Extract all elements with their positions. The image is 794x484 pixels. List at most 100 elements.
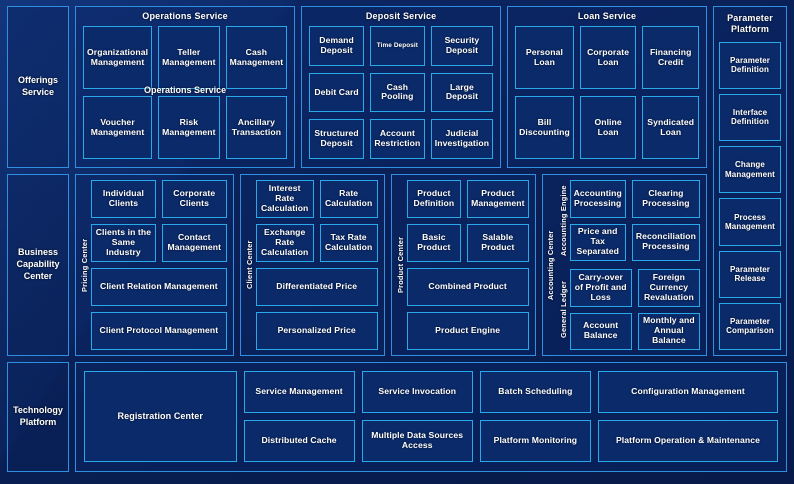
item-configuration-management[interactable]: Configuration Management — [597, 371, 779, 413]
item-product-management[interactable]: Product Management — [467, 180, 529, 218]
business-capability-groups: Pricing Center Individual Clients Corpor… — [75, 174, 707, 356]
group-deposit-service[interactable]: Deposit Service Demand Deposit Time Depo… — [301, 6, 502, 168]
offerings-service-groups: Operations Service Organizational Manage… — [75, 6, 707, 168]
general-ledger-items: Carry-over of Profit and Loss Foreign Cu… — [569, 269, 700, 350]
item-structured-deposit[interactable]: Structured Deposit — [309, 119, 364, 159]
item-price-and-tax-separated[interactable]: Price and Tax Separated — [569, 223, 626, 261]
layer-label-business-capability-center: Business Capability Center — [7, 174, 69, 356]
tech-column-2: Service Invocation Multiple Data Sources… — [361, 371, 473, 462]
item-account-restriction[interactable]: Account Restriction — [369, 119, 425, 159]
item-parameter-release[interactable]: Parameter Release — [719, 250, 781, 298]
product-center-items: Product Definition Product Management Ba… — [406, 180, 529, 350]
item-demand-deposit[interactable]: Demand Deposit — [309, 26, 364, 66]
item-accounting-processing[interactable]: Accounting Processing — [569, 180, 626, 218]
item-interface-definition[interactable]: Interface Definition — [719, 93, 781, 141]
item-product-definition[interactable]: Product Definition — [406, 180, 462, 218]
item-personalized-price[interactable]: Personalized Price — [255, 312, 378, 350]
item-registration-center[interactable]: Registration Center — [84, 371, 237, 462]
item-client-relation-management[interactable]: Client Relation Management — [91, 268, 227, 306]
group-title-parameter-platform: Parameter Platform — [727, 13, 773, 35]
client-center-items: Interest Rate Calculation Rate Calculati… — [255, 180, 378, 350]
group-label-pricing-center: Pricing Center — [80, 238, 89, 292]
item-multiple-data-sources-access[interactable]: Multiple Data Sources Access — [361, 420, 473, 462]
item-platform-operation-and-maintenance[interactable]: Platform Operation & Maintenance — [597, 420, 779, 462]
item-corporate-clients[interactable]: Corporate Clients — [161, 180, 227, 218]
group-parameter-platform[interactable]: Parameter Platform Parameter Definition … — [713, 6, 787, 356]
technology-platform-items: Registration Center Service Management D… — [75, 362, 787, 472]
item-teller-management[interactable]: Teller Management — [158, 26, 220, 89]
item-syndicated-loan[interactable]: Syndicated Loan — [642, 96, 699, 159]
item-individual-clients[interactable]: Individual Clients — [91, 180, 156, 218]
item-service-management[interactable]: Service Management — [243, 371, 355, 413]
group-operations-service[interactable]: Operations Service Organizational Manage… — [75, 6, 296, 168]
item-salable-product[interactable]: Salable Product — [467, 224, 529, 262]
group-loan-service[interactable]: Loan Service Personal Loan Corporate Loa… — [507, 6, 707, 168]
item-clients-in-the-same-industry[interactable]: Clients in the Same Industry — [91, 224, 156, 262]
group-label-accounting-center: Accounting Center — [545, 230, 555, 300]
item-differentiated-price[interactable]: Differentiated Price — [255, 268, 378, 306]
item-account-balance[interactable]: Account Balance — [569, 312, 632, 350]
group-label-product-center: Product Center — [395, 236, 405, 294]
item-online-loan[interactable]: Online Loan — [579, 96, 637, 159]
item-time-deposit[interactable]: Time Deposit — [369, 26, 425, 66]
item-change-management[interactable]: Change Management — [719, 146, 781, 194]
layer-label-technology-platform: Technology Platform — [7, 362, 69, 472]
group-title-operations-service: Operations Service — [142, 11, 228, 21]
item-interest-rate-calculation[interactable]: Interest Rate Calculation — [255, 180, 314, 218]
pricing-center-items: Individual Clients Corporate Clients Cli… — [91, 180, 227, 350]
item-tax-rate-calculation[interactable]: Tax Rate Calculation — [319, 224, 378, 262]
item-parameter-comparison[interactable]: Parameter Comparison — [719, 302, 781, 350]
group-label-client-center: Client Center — [244, 240, 254, 290]
item-debit-card[interactable]: Debit Card — [309, 72, 364, 113]
item-combined-product[interactable]: Combined Product — [406, 268, 529, 306]
group-product-center[interactable]: Product Center Product Definition Produc… — [390, 174, 536, 356]
tech-column-3: Batch Scheduling Platform Monitoring — [479, 371, 591, 462]
item-risk-management[interactable]: Risk Management — [158, 96, 220, 159]
item-carry-over-of-profit-and-loss[interactable]: Carry-over of Profit and Loss — [569, 269, 632, 307]
item-rate-calculation[interactable]: Rate Calculation — [319, 180, 378, 218]
item-process-management[interactable]: Process Management — [719, 198, 781, 246]
item-financing-credit[interactable]: Financing Credit — [642, 26, 699, 89]
item-client-protocol-management[interactable]: Client Protocol Management — [91, 312, 227, 350]
item-personal-loan[interactable]: Personal Loan — [515, 26, 574, 89]
subgroup-label-accounting-engine: Accounting Engine — [558, 185, 568, 256]
accounting-center-subgroups: Accounting Engine Accounting Processing … — [557, 180, 700, 350]
group-client-center[interactable]: Client Center Interest Rate Calculation … — [239, 174, 385, 356]
item-monthly-and-annual-balance[interactable]: Monthly and Annual Balance — [637, 312, 700, 350]
item-security-deposit[interactable]: Security Deposit — [430, 26, 494, 66]
business-capability-layer: Business Capability Center Pricing Cente… — [7, 174, 787, 356]
subgroup-label-general-ledger: General Ledger — [558, 280, 568, 339]
item-organizational-management[interactable]: Organizational Management — [83, 26, 153, 89]
accounting-engine-items: Accounting Processing Clearing Processin… — [569, 180, 700, 261]
item-parameter-definition[interactable]: Parameter Definition — [719, 41, 781, 89]
item-cash-pooling[interactable]: Cash Pooling — [369, 72, 425, 113]
item-service-invocation[interactable]: Service Invocation — [361, 371, 473, 413]
item-contact-management[interactable]: Contact Management — [161, 224, 227, 262]
item-cash-management[interactable]: Cash Management — [225, 26, 288, 89]
group-pricing-center[interactable]: Pricing Center Individual Clients Corpor… — [75, 174, 234, 356]
technology-platform-layer: Technology Platform Registration Center … — [7, 362, 787, 472]
item-reconciliation-processing[interactable]: Reconciliation Processing — [631, 223, 700, 261]
item-ancillary-transaction[interactable]: Ancillary Transaction — [225, 96, 288, 159]
item-distributed-cache[interactable]: Distributed Cache — [243, 420, 355, 462]
item-foreign-currency-revaluation[interactable]: Foreign Currency Revaluation — [637, 269, 700, 307]
group-accounting-center[interactable]: Accounting Center Accounting Engine Acco… — [541, 174, 707, 356]
item-voucher-management[interactable]: Voucher Management — [83, 96, 153, 159]
item-batch-scheduling[interactable]: Batch Scheduling — [479, 371, 591, 413]
item-exchange-rate-calculation[interactable]: Exchange Rate Calculation — [255, 224, 314, 262]
item-corporate-loan[interactable]: Corporate Loan — [579, 26, 637, 89]
group-title-deposit-service: Deposit Service — [365, 11, 437, 21]
item-judicial-investigation[interactable]: Judicial Investigation — [430, 119, 494, 159]
layer-label-offerings-service: Offerings Service — [7, 6, 69, 168]
parameter-platform-spacer — [713, 174, 787, 356]
offerings-service-layer: Offerings Service Operations Service Org… — [7, 6, 787, 356]
item-bill-discounting[interactable]: Bill Discounting — [515, 96, 574, 159]
item-platform-monitoring[interactable]: Platform Monitoring — [479, 420, 591, 462]
item-clearing-processing[interactable]: Clearing Processing — [631, 180, 700, 218]
item-large-deposit[interactable]: Large Deposit — [430, 72, 494, 113]
item-basic-product[interactable]: Basic Product — [406, 224, 462, 262]
item-product-engine[interactable]: Product Engine — [406, 312, 529, 350]
subgroup-general-ledger: General Ledger Carry-over of Profit and … — [557, 269, 700, 350]
group-title-loan-service: Loan Service — [577, 11, 637, 21]
